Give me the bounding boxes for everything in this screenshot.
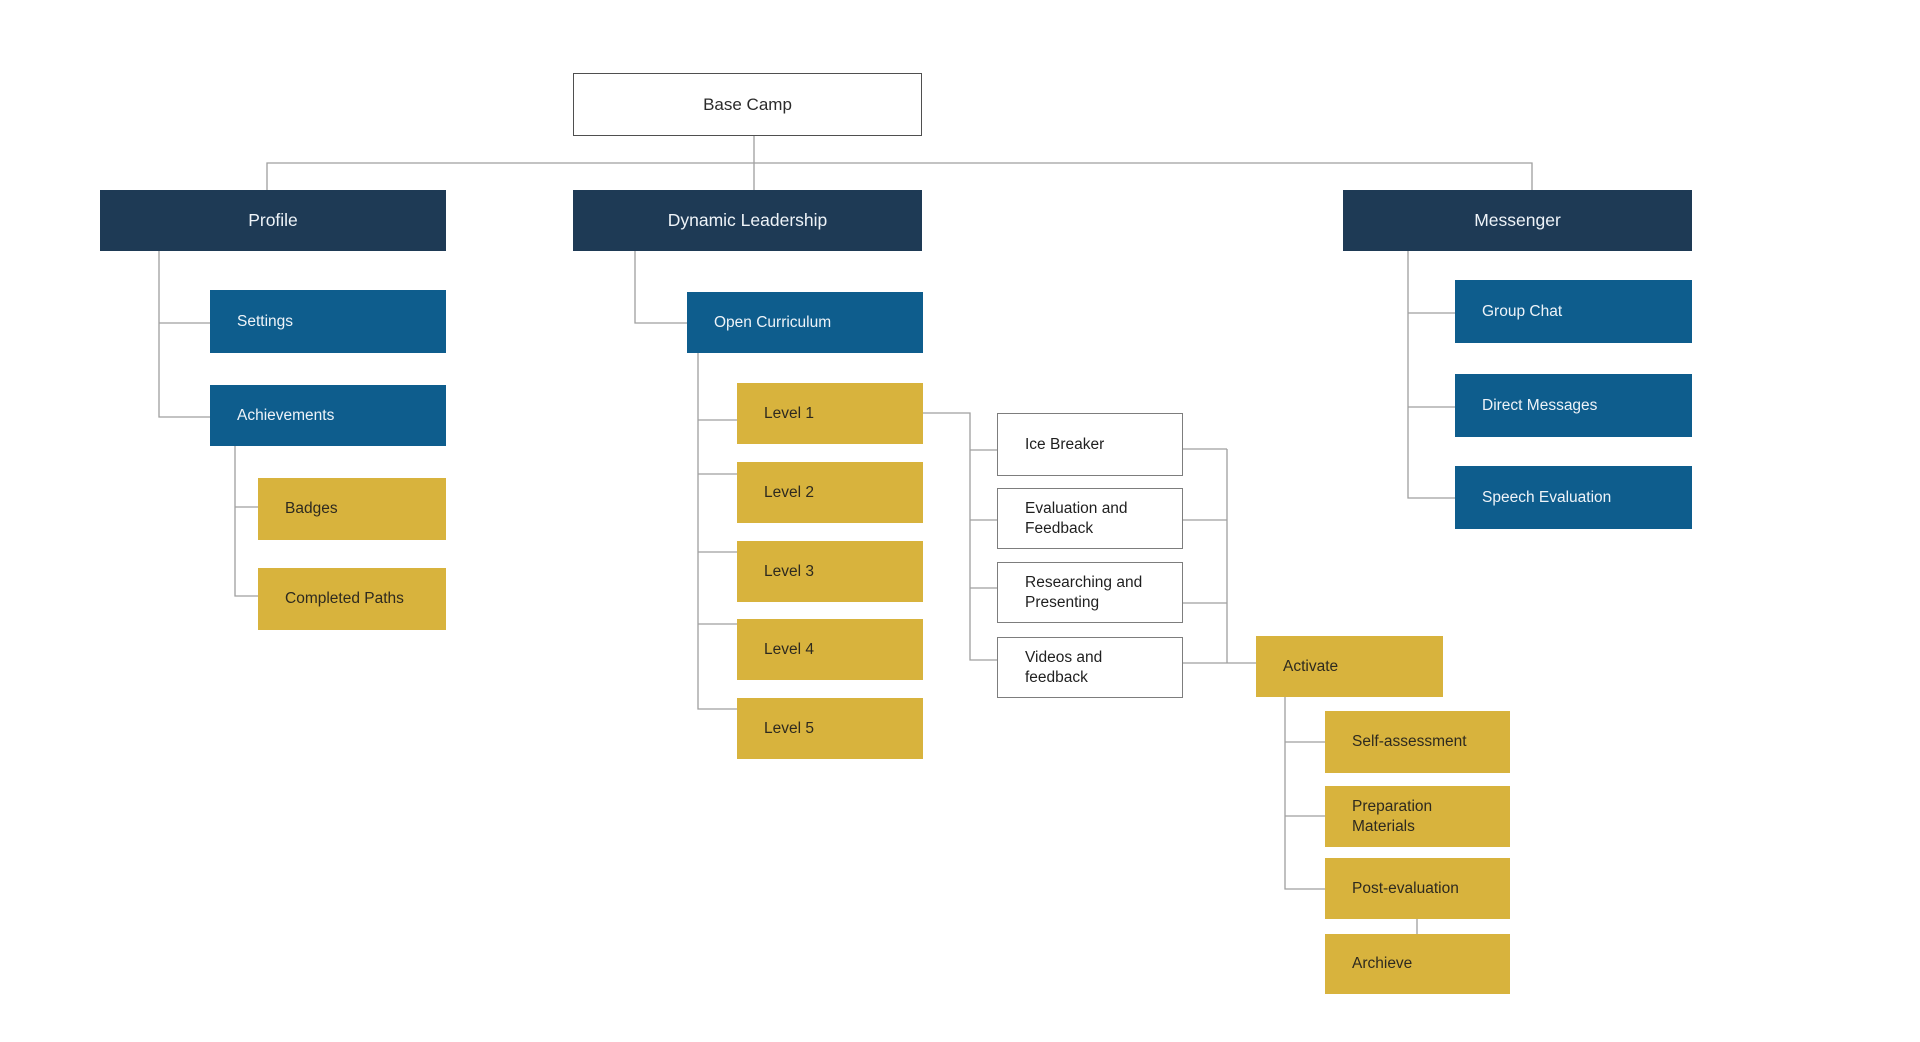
node-open-curriculum: Open Curriculum	[687, 292, 923, 353]
node-level-4-label: Level 4	[764, 640, 814, 658]
connector-activate-children	[1284, 697, 1325, 890]
node-level-2-label: Level 2	[764, 483, 814, 501]
node-archieve-label: Archieve	[1352, 955, 1413, 973]
node-ice-breaker-label: Ice Breaker	[1025, 435, 1105, 453]
node-dynamic-leadership-label: Dynamic Leadership	[667, 210, 828, 230]
connector-level1-activities	[923, 412, 997, 661]
node-preparation-materials-label: Preparation Materials	[1352, 797, 1433, 835]
node-profile-label: Profile	[248, 210, 298, 230]
node-completed-paths: Completed Paths	[258, 568, 446, 630]
node-self-assessment-label: Self-assessment	[1352, 733, 1467, 751]
node-level-5-label: Level 5	[764, 719, 814, 737]
node-activate-label: Activate	[1283, 657, 1339, 675]
connector-profile-children	[158, 251, 210, 418]
node-videos-and-feedback-label: Videos and feedback	[1025, 648, 1103, 686]
node-researching-and-presenting: Researching and Presenting	[997, 562, 1183, 623]
node-level-3: Level 3	[737, 541, 923, 602]
node-level-3-label: Level 3	[764, 562, 814, 580]
node-archieve: Archieve	[1325, 934, 1510, 994]
node-researching-and-presenting-label: Researching and Presenting	[1025, 573, 1143, 611]
connector-open-curriculum-levels	[697, 353, 737, 710]
node-messenger-label: Messenger	[1474, 210, 1561, 230]
node-speech-evaluation-label: Speech Evaluation	[1482, 488, 1612, 506]
node-post-evaluation: Post-evaluation	[1325, 858, 1510, 919]
connector-activities-activate	[1183, 448, 1256, 664]
node-level-4: Level 4	[737, 619, 923, 680]
node-badges: Badges	[258, 478, 446, 540]
node-group-chat-label: Group Chat	[1482, 302, 1563, 320]
node-base-camp-label: Base Camp	[703, 94, 792, 114]
node-open-curriculum-label: Open Curriculum	[714, 313, 832, 331]
node-settings-label: Settings	[237, 312, 294, 330]
node-level-1: Level 1	[737, 383, 923, 444]
node-evaluation-and-feedback: Evaluation and Feedback	[997, 488, 1183, 549]
node-profile: Profile	[100, 190, 446, 251]
node-self-assessment: Self-assessment	[1325, 711, 1510, 773]
connector-achievements-children	[234, 446, 258, 597]
node-preparation-materials: Preparation Materials	[1325, 786, 1510, 847]
node-speech-evaluation: Speech Evaluation	[1455, 466, 1692, 529]
node-activate: Activate	[1256, 636, 1443, 697]
node-level-2: Level 2	[737, 462, 923, 523]
node-achievements: Achievements	[210, 385, 446, 446]
connector-dynamic-leadership-child	[634, 251, 687, 324]
node-dynamic-leadership: Dynamic Leadership	[573, 190, 922, 251]
node-settings: Settings	[210, 290, 446, 353]
node-direct-messages-label: Direct Messages	[1482, 396, 1598, 414]
node-achievements-label: Achievements	[237, 406, 335, 424]
connector-basecamp-branches	[266, 136, 1533, 190]
node-badges-label: Badges	[285, 500, 338, 518]
node-level-5: Level 5	[737, 698, 923, 759]
node-post-evaluation-label: Post-evaluation	[1352, 879, 1459, 897]
node-direct-messages: Direct Messages	[1455, 374, 1692, 437]
node-evaluation-and-feedback-label: Evaluation and Feedback	[1025, 499, 1128, 537]
node-completed-paths-label: Completed Paths	[285, 590, 404, 608]
node-group-chat: Group Chat	[1455, 280, 1692, 343]
node-messenger: Messenger	[1343, 190, 1692, 251]
node-ice-breaker: Ice Breaker	[997, 413, 1183, 476]
connector-messenger-children	[1407, 251, 1455, 499]
node-base-camp: Base Camp	[573, 73, 922, 136]
node-level-1-label: Level 1	[764, 404, 814, 422]
node-videos-and-feedback: Videos and feedback	[997, 637, 1183, 698]
